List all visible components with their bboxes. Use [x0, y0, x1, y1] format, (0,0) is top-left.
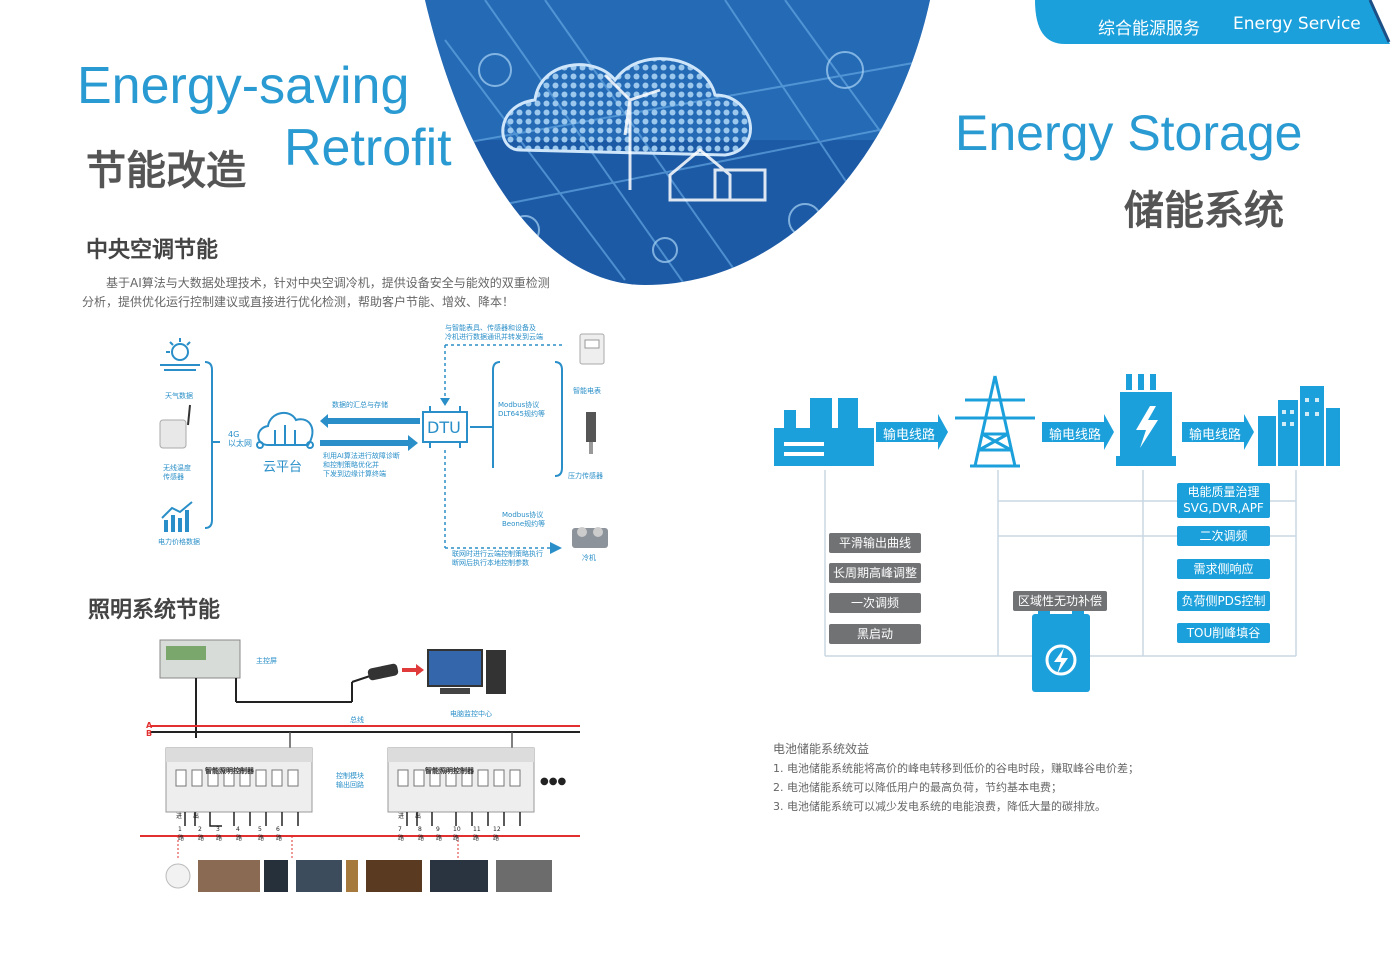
modbus-meter-label: Modbus协议 DLT645规约等 — [498, 401, 545, 418]
network-label: 4G 以太网 — [228, 430, 252, 448]
ab-label: A B — [146, 721, 153, 738]
channel-label: 1路 — [178, 826, 185, 842]
storage-item-secondary-freq: 二次调频 — [1177, 526, 1270, 546]
controller-1-name: 智能照明控制器 — [205, 767, 254, 775]
lighting-controller-1 — [165, 747, 313, 813]
transmission-tower-icon — [955, 375, 1035, 468]
title-cn-retrofit: 节能改造 — [86, 148, 246, 194]
price-chart-icon — [161, 501, 193, 532]
controller-1-in: 进 — [176, 813, 183, 820]
top-note-label: 与智能表具、传感器和设备及 冷机进行数据通讯并转发到云端 — [445, 324, 543, 341]
smart-meter-label: 智能电表 — [573, 387, 601, 395]
controller-2-name: 智能照明控制器 — [425, 767, 474, 775]
benefit-item-3: 3. 电池储能系统可以减少发电系统的电能浪费，降低大量的碳排放。 — [773, 800, 1106, 813]
channel-label: 9路 — [436, 826, 443, 842]
title-retrofit: Retrofit — [284, 119, 452, 177]
storage-item-long-peak: 长周期高峰调整 — [829, 563, 921, 583]
sensor-device-icon — [159, 404, 191, 449]
cloud-platform-label: 云平台 — [263, 460, 303, 475]
weather-label: 天气数据 — [165, 392, 193, 400]
smart-meter-icon — [579, 333, 605, 365]
storage-item-power-quality: 电能质量治理 SVG,DVR,APF — [1177, 483, 1270, 518]
price-label: 电力价格数据 — [158, 538, 200, 546]
header-tab — [1035, 0, 1391, 44]
channel-label: 4路 — [236, 826, 243, 842]
dtu-icon — [422, 406, 468, 448]
dtu-label: DTU — [427, 418, 461, 437]
bus-label: 总线 — [350, 716, 364, 724]
weather-icon — [160, 338, 200, 371]
ai-diagnosis-label: 利用AI算法进行故障诊断 和控制策略优化并 下发到边缘计算终端 — [323, 452, 400, 478]
benefit-item-1: 1. 电池储能系统能将高价的峰电转移到低价的谷电时段，赚取峰谷电价差； — [773, 762, 1139, 775]
storage-item-black-start: 黑启动 — [829, 624, 921, 644]
storage-item-demand-response: 需求侧响应 — [1177, 559, 1270, 579]
title-energy-storage: Energy Storage — [955, 105, 1303, 161]
channel-label: 10路 — [453, 826, 461, 842]
city-buildings-icon — [1258, 386, 1340, 466]
computer-icon — [427, 649, 506, 694]
battery-icon — [1032, 606, 1090, 692]
hvac-description: 基于AI算法与大数据处理技术，针对中央空调冷机，提供设备安全与能效的双重检测分析… — [82, 276, 550, 309]
line-label-3: 输电线路 — [1189, 428, 1242, 443]
channel-label: 3路 — [216, 826, 223, 842]
lighting-section-title: 照明系统节能 — [88, 598, 221, 623]
channel-label: 7路 — [398, 826, 405, 842]
controller-1-out: 出 — [193, 813, 200, 820]
channel-label: 2路 — [198, 826, 205, 842]
benefits-title: 电池储能系统效益 — [773, 742, 870, 756]
storage-item-primary-freq: 一次调频 — [829, 593, 921, 613]
control-module-label: 控制模块 输出回路 — [336, 772, 364, 789]
lighting-controller-2 — [387, 747, 535, 813]
hvac-diagram — [159, 333, 608, 554]
title-cn-storage: 储能系统 — [1124, 188, 1284, 234]
power-cabinet-icon — [1116, 374, 1176, 466]
header-tab-cn: 综合能源服务 — [1098, 19, 1200, 39]
channel-label: 11路 — [473, 826, 481, 842]
pressure-sensor-label: 压力传感器 — [568, 472, 603, 480]
circuit-cloud-image — [425, 0, 930, 285]
channel-label: 6路 — [276, 826, 283, 842]
data-summary-label: 数据的汇总与存储 — [332, 401, 388, 409]
modbus-chiller-label: Modbus协议 Beone规约等 — [502, 511, 546, 528]
factory-icon — [774, 398, 874, 466]
channel-label: 5路 — [258, 826, 265, 842]
controller-2-in: 进 — [398, 813, 405, 820]
storage-item-smooth-output: 平滑输出曲线 — [829, 533, 921, 553]
pressure-sensor-icon — [586, 412, 596, 454]
title-energy-saving: Energy-saving — [77, 57, 410, 115]
benefit-item-2: 2. 电池储能系统可以降低用户的最高负荷，节约基本电费； — [773, 781, 1062, 794]
computer-label: 电脑监控中心 — [450, 710, 492, 718]
line-label-2: 输电线路 — [1049, 428, 1102, 443]
storage-item-pds-control: 负荷侧PDS控制 — [1177, 591, 1270, 611]
storage-item-tou: TOU削峰填谷 — [1177, 623, 1270, 643]
channel-label: 8路 — [418, 826, 425, 842]
chiller-label: 冷机 — [582, 554, 596, 562]
sensor-label: 无线温度 传感器 — [163, 464, 191, 481]
cloud-platform-icon — [256, 411, 314, 449]
line-label-1: 输电线路 — [883, 428, 936, 443]
storage-diagram — [774, 374, 1340, 692]
main-screen-label: 主控屏 — [256, 657, 277, 665]
lighting-diagram — [140, 639, 580, 892]
controller-2-out: 出 — [415, 813, 422, 820]
lighting-scene-thumbnails — [165, 860, 552, 892]
bottom-note-label: 联网时进行云端控制策略执行 断网后执行本地控制参数 — [452, 550, 543, 567]
header-tab-en: Energy Service — [1233, 14, 1361, 34]
storage-item-reactive-comp: 区域性无功补偿 — [1013, 591, 1107, 611]
main-screen-icon — [159, 639, 241, 679]
hvac-section-title: 中央空调节能 — [86, 238, 219, 263]
channel-label: 12路 — [493, 826, 501, 842]
more-dots: ●●● — [540, 776, 567, 787]
chiller-icon — [572, 527, 608, 548]
